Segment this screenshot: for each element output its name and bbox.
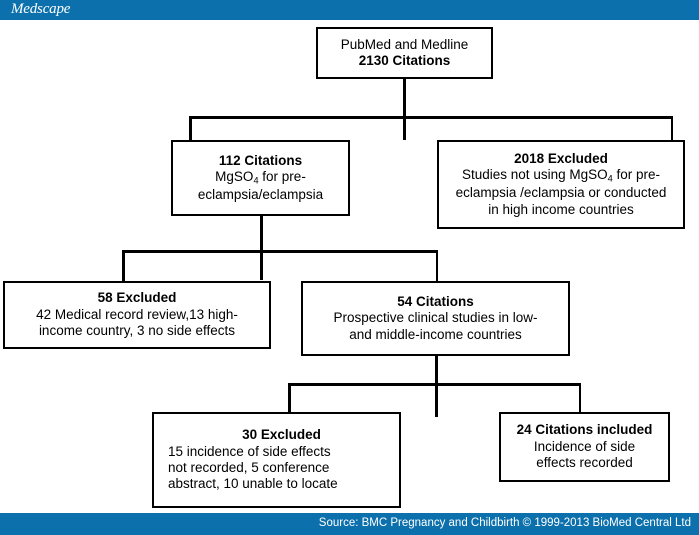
node-24-body-line1: Incidence of side bbox=[533, 438, 636, 454]
medscape-logo: Medscape bbox=[11, 1, 71, 17]
connector-row2-horizontal bbox=[189, 116, 673, 119]
node-58-excluded: 58 Excluded 42 Medical record review,13 … bbox=[3, 281, 271, 349]
node-2018-body-line2: eclampsia /eclampsia or conducted bbox=[455, 185, 667, 201]
node-112-title: 112 Citations bbox=[218, 152, 303, 168]
header-banner: Medscape bbox=[0, 0, 699, 20]
node-58-body-line2: income country, 3 no side effects bbox=[38, 323, 236, 339]
footer-banner: Source: BMC Pregnancy and Childbirth © 1… bbox=[0, 513, 699, 535]
connector-to-112 bbox=[189, 116, 192, 141]
source-attribution: Source: BMC Pregnancy and Childbirth © 1… bbox=[318, 517, 691, 529]
node-24-citations-included: 24 Citations included Incidence of side … bbox=[499, 412, 670, 482]
node-58-body-line1: 42 Medical record review,13 high- bbox=[36, 306, 238, 322]
connector-pubmed-down bbox=[403, 78, 406, 140]
node-54-citations: 54 Citations Prospective clinical studie… bbox=[301, 281, 570, 356]
connector-54-down bbox=[435, 355, 438, 417]
node-30-body-line2: not recorded, 5 conference bbox=[168, 460, 330, 475]
node-58-title: 58 Excluded bbox=[97, 290, 177, 306]
node-30-excluded: 30 Excluded 15 incidence of side effects… bbox=[152, 412, 401, 508]
node-24-body-line2: effects recorded bbox=[536, 455, 633, 471]
node-30-body-line3: abstract, 10 unable to locate bbox=[168, 476, 338, 492]
node-2018-title: 2018 Excluded bbox=[514, 150, 608, 166]
node-24-title: 24 Citations included bbox=[516, 422, 653, 438]
node-112-body-line2: eclampsia/eclampsia bbox=[197, 186, 324, 202]
node-2018-body-line3: in high income countries bbox=[488, 201, 634, 217]
connector-to-58 bbox=[122, 250, 125, 282]
connector-row3-horizontal bbox=[122, 250, 438, 253]
node-30-body-line1: 15 incidence of side effects bbox=[168, 443, 331, 459]
connector-row4-horizontal bbox=[288, 383, 581, 386]
node-2018-excluded: 2018 Excluded Studies not using MgSO4 fo… bbox=[437, 140, 685, 229]
node-54-body-line1: Prospective clinical studies in low- bbox=[333, 310, 538, 326]
node-pubmed-count: 2130 Citations bbox=[358, 53, 451, 68]
node-112-citations: 112 Citations MgSO4 for pre- eclampsia/e… bbox=[171, 140, 350, 216]
node-54-body-line2: and middle-income countries bbox=[349, 326, 522, 342]
connector-to-30 bbox=[288, 383, 291, 413]
connector-to-54 bbox=[435, 250, 438, 282]
node-54-title: 54 Citations bbox=[397, 293, 474, 309]
connector-to-24 bbox=[578, 383, 581, 413]
connector-112-down bbox=[260, 215, 263, 280]
node-112-body-line1: MgSO4 for pre- bbox=[215, 169, 306, 186]
node-30-title: 30 Excluded bbox=[242, 427, 321, 443]
node-pubmed-title: PubMed and Medline bbox=[340, 36, 469, 52]
node-pubmed-and-medline: PubMed and Medline 2130 Citations bbox=[316, 27, 493, 79]
node-2018-body-line1: Studies not using MgSO4 for pre- bbox=[462, 167, 660, 184]
connector-to-2018 bbox=[670, 116, 673, 141]
